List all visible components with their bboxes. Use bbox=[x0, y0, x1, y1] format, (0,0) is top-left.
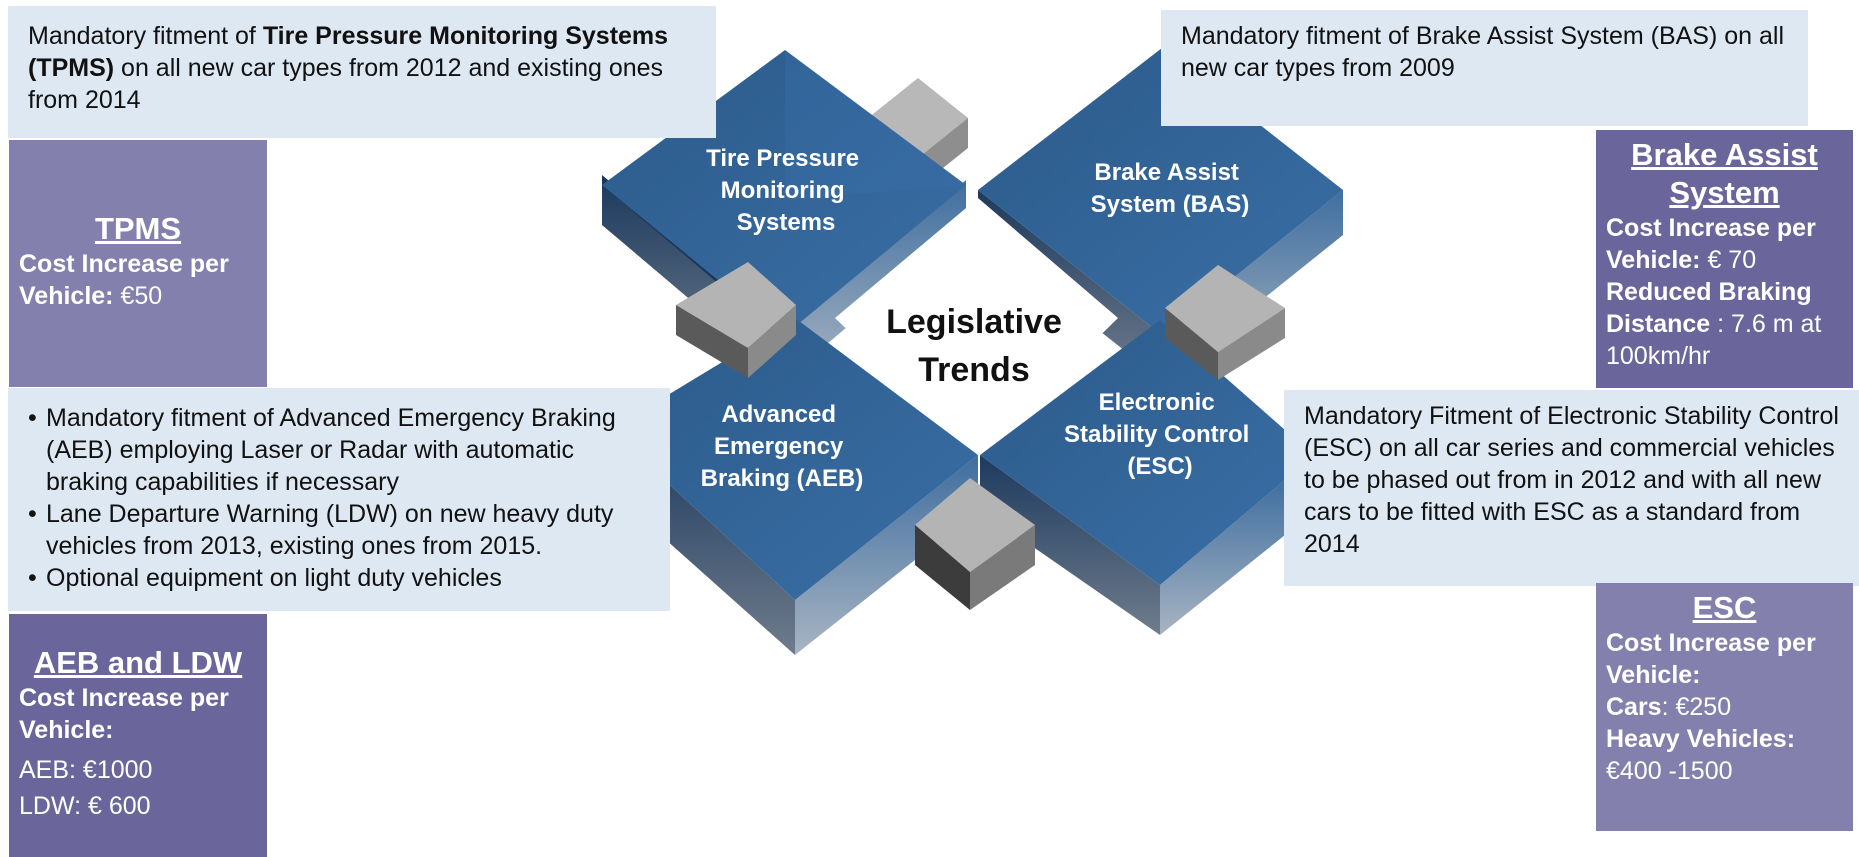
esc-panel-cost: Cost Increase per Vehicle: bbox=[1606, 627, 1843, 691]
tpms-diamond-label: Tire Pressure Monitoring Systems bbox=[706, 145, 866, 236]
aeb-cost-label: Cost Increase per Vehicle: bbox=[19, 684, 229, 744]
esc-panel-heavy: Heavy Vehicles: bbox=[1606, 723, 1843, 755]
bas-diamond-label: Brake Assist System (BAS) bbox=[1091, 159, 1250, 218]
ldw-cost-line: LDW: € 600 bbox=[19, 792, 151, 820]
esc-callout-text: Mandatory Fitment of Electronic Stabilit… bbox=[1304, 402, 1839, 558]
tpms-cost-value: €50 bbox=[113, 282, 163, 310]
bas-cost-label: Cost Increase per Vehicle: bbox=[1606, 214, 1816, 274]
tpms-callout-pre: Mandatory fitment of bbox=[28, 22, 263, 50]
tpms-panel-title: TPMS bbox=[94, 211, 182, 246]
bas-panel-cost: Cost Increase per Vehicle: € 70 bbox=[1606, 212, 1843, 276]
esc-panel-title: ESC bbox=[1692, 590, 1757, 625]
bas-distance-value: : 7.6 m at 100km/hr bbox=[1606, 310, 1822, 370]
diamond-esc bbox=[980, 320, 1285, 635]
tpms-callout-bold: Tire Pressure Monitoring Systems (TPMS) bbox=[28, 22, 669, 82]
aeb-ldw-cost-panel: AEB and LDW Cost Increase per Vehicle: A… bbox=[9, 614, 267, 857]
tpms-callout-post: on all new car types from 2012 and exist… bbox=[28, 54, 664, 114]
aeb-panel-title: AEB and LDW bbox=[33, 645, 243, 680]
esc-callout: Mandatory Fitment of Electronic Stabilit… bbox=[1284, 390, 1859, 586]
aeb-bullet-2: Lane Departure Warning (LDW) on new heav… bbox=[28, 498, 656, 562]
connector-left bbox=[676, 262, 796, 378]
esc-cars-label: Cars bbox=[1606, 693, 1662, 721]
bas-distance-label: Reduced Braking Distance bbox=[1606, 278, 1812, 338]
connector-right bbox=[1165, 265, 1285, 380]
bas-cost-panel: Brake Assist System Cost Increase per Ve… bbox=[1596, 130, 1853, 388]
bas-panel-distance: Reduced Braking Distance : 7.6 m at 100k… bbox=[1606, 276, 1843, 372]
esc-diamond-label: Electronic Stability Control (ESC) bbox=[1064, 389, 1256, 480]
aeb-bullet-1: Mandatory fitment of Advanced Emergency … bbox=[28, 402, 656, 498]
bas-callout: Mandatory fitment of Brake Assist System… bbox=[1161, 10, 1808, 126]
tpms-cost-label: Cost Increase per Vehicle: bbox=[19, 250, 229, 310]
bas-cost-value: € 70 bbox=[1700, 246, 1757, 274]
aeb-bullet-3: Optional equipment on light duty vehicle… bbox=[28, 562, 656, 594]
aeb-cost-line: AEB: €1000 bbox=[19, 756, 153, 784]
bas-panel-title: Brake Assist System bbox=[1631, 137, 1818, 210]
aeb-diamond-label: Advanced Emergency Braking (AEB) bbox=[701, 401, 864, 492]
esc-heavy-value: €400 -1500 bbox=[1606, 757, 1733, 785]
esc-heavy-label: Heavy Vehicles: bbox=[1606, 725, 1796, 753]
aeb-callout: Mandatory fitment of Advanced Emergency … bbox=[8, 388, 670, 611]
aeb-panel-cost-label: Cost Increase per Vehicle: bbox=[19, 682, 257, 746]
aeb-callout-bullets: Mandatory fitment of Advanced Emergency … bbox=[28, 402, 656, 594]
esc-panel-cars: Cars: €250 bbox=[1606, 691, 1843, 723]
tpms-cost-panel: TPMS Cost Increase per Vehicle: €50 bbox=[9, 140, 267, 387]
tpms-panel-cost: Cost Increase per Vehicle: €50 bbox=[19, 248, 257, 312]
center-diamond bbox=[835, 198, 1118, 455]
esc-cars-value: : €250 bbox=[1661, 693, 1732, 721]
connector-bottom bbox=[915, 478, 1035, 610]
tpms-callout: Mandatory fitment of Tire Pressure Monit… bbox=[8, 6, 716, 138]
bas-callout-text: Mandatory fitment of Brake Assist System… bbox=[1181, 22, 1785, 82]
esc-cost-panel: ESC Cost Increase per Vehicle: Cars: €25… bbox=[1596, 583, 1853, 831]
esc-cost-label: Cost Increase per Vehicle: bbox=[1606, 629, 1816, 689]
